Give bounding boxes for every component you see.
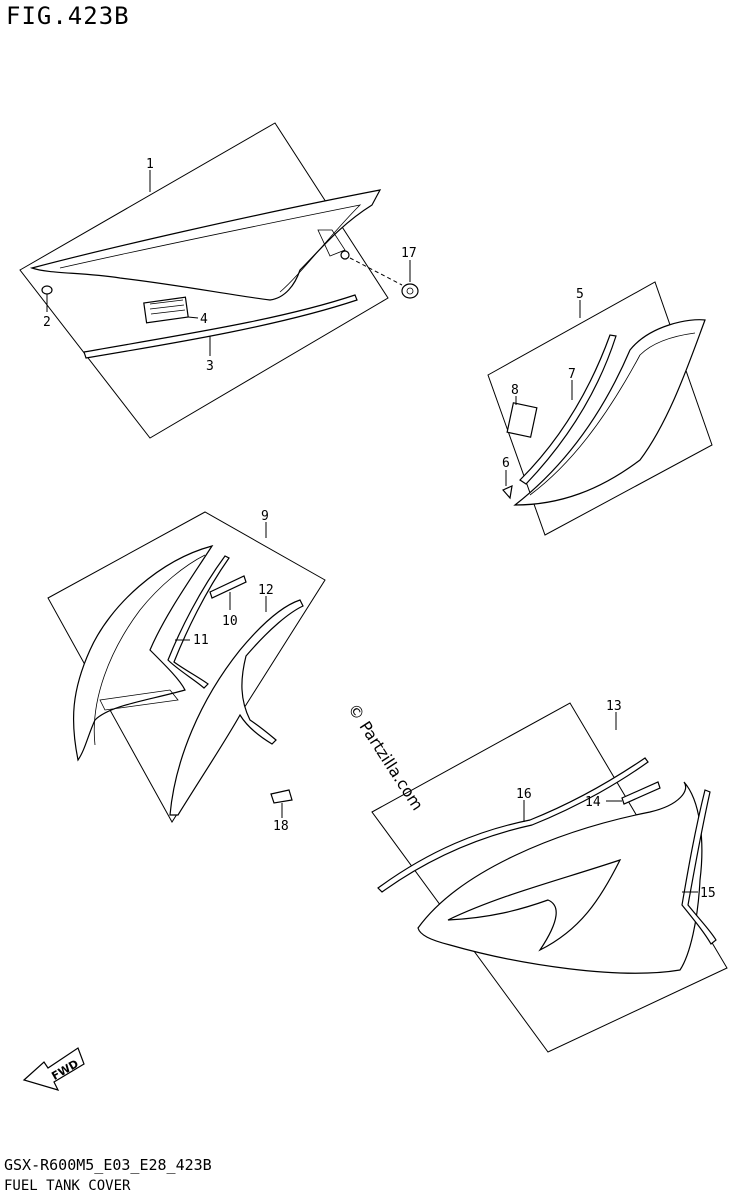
- part-12-trim[interactable]: [169, 599, 304, 816]
- callout-9: 9: [261, 509, 269, 524]
- group-9-side-cover: [47, 511, 326, 823]
- callout-4: 4: [200, 312, 208, 327]
- callout-8: 8: [511, 383, 519, 398]
- part-8-pad[interactable]: [506, 402, 538, 438]
- part-14-strip[interactable]: [621, 781, 661, 805]
- part-13-cover[interactable]: [417, 781, 703, 974]
- part-7-trim[interactable]: [519, 334, 617, 485]
- fwd-arrow-shape: [22, 1047, 85, 1091]
- callout-11: 11: [193, 633, 209, 648]
- part-4-mesh-hatch: [149, 299, 186, 315]
- callout-7: 7: [568, 367, 576, 382]
- part-3-trim-strip[interactable]: [83, 294, 358, 359]
- callout-10: 10: [222, 614, 238, 629]
- diagram-name: FUEL TANK COVER: [4, 1178, 131, 1194]
- callout-5: 5: [576, 287, 584, 302]
- callout-3: 3: [206, 359, 214, 374]
- fwd-arrow-icon: FWD: [22, 1047, 85, 1091]
- callout-16: 16: [516, 787, 532, 802]
- callout-2: 2: [43, 315, 51, 330]
- part-13-vent[interactable]: [447, 858, 622, 952]
- part-9-bracket: [99, 689, 179, 711]
- callout-14: 14: [585, 795, 601, 810]
- part-11-trim[interactable]: [167, 555, 230, 689]
- part-4-mesh-pad[interactable]: [143, 296, 189, 324]
- part-1-grommet-hole: [340, 250, 350, 260]
- group-13-frame: [371, 702, 728, 1053]
- group-5-side-cover: [487, 281, 713, 536]
- group-1-frame: [19, 122, 389, 439]
- callout-17: 17: [401, 246, 417, 261]
- part-9-inner-line: [93, 554, 206, 746]
- part-1-inner-line: [59, 204, 362, 293]
- part-15-trim[interactable]: [681, 789, 717, 945]
- diagram-code: GSX-R600M5_E03_E28_423B: [4, 1156, 212, 1174]
- part-6-clip[interactable]: [502, 484, 513, 500]
- part-17-grommet-center: [406, 287, 414, 295]
- callout-15: 15: [700, 886, 716, 901]
- part-18-clip[interactable]: [270, 789, 293, 804]
- callout-6: 6: [502, 456, 510, 471]
- part-9-cover[interactable]: [72, 545, 214, 762]
- part-1-cover[interactable]: [29, 189, 382, 301]
- part-17-grommet[interactable]: [401, 283, 419, 299]
- callout-18: 18: [273, 819, 289, 834]
- leader-4: [187, 316, 199, 319]
- callout-13: 13: [606, 699, 622, 714]
- callout-12: 12: [258, 583, 274, 598]
- part-5-cover[interactable]: [513, 319, 706, 506]
- group-9-frame: [47, 511, 326, 823]
- part-2-clip[interactable]: [41, 285, 53, 295]
- group-13-side-cover: [371, 702, 728, 1053]
- part-16-trim[interactable]: [377, 757, 649, 893]
- part-1-bracket: [317, 229, 346, 257]
- figure-title: FIG.423B: [6, 2, 130, 30]
- group-1-fuel-tank-cover: [19, 122, 419, 439]
- part-5-inner-line: [529, 332, 696, 496]
- part-10-strip[interactable]: [209, 575, 247, 599]
- leader-17-dashed: [349, 257, 403, 286]
- callout-1: 1: [146, 157, 154, 172]
